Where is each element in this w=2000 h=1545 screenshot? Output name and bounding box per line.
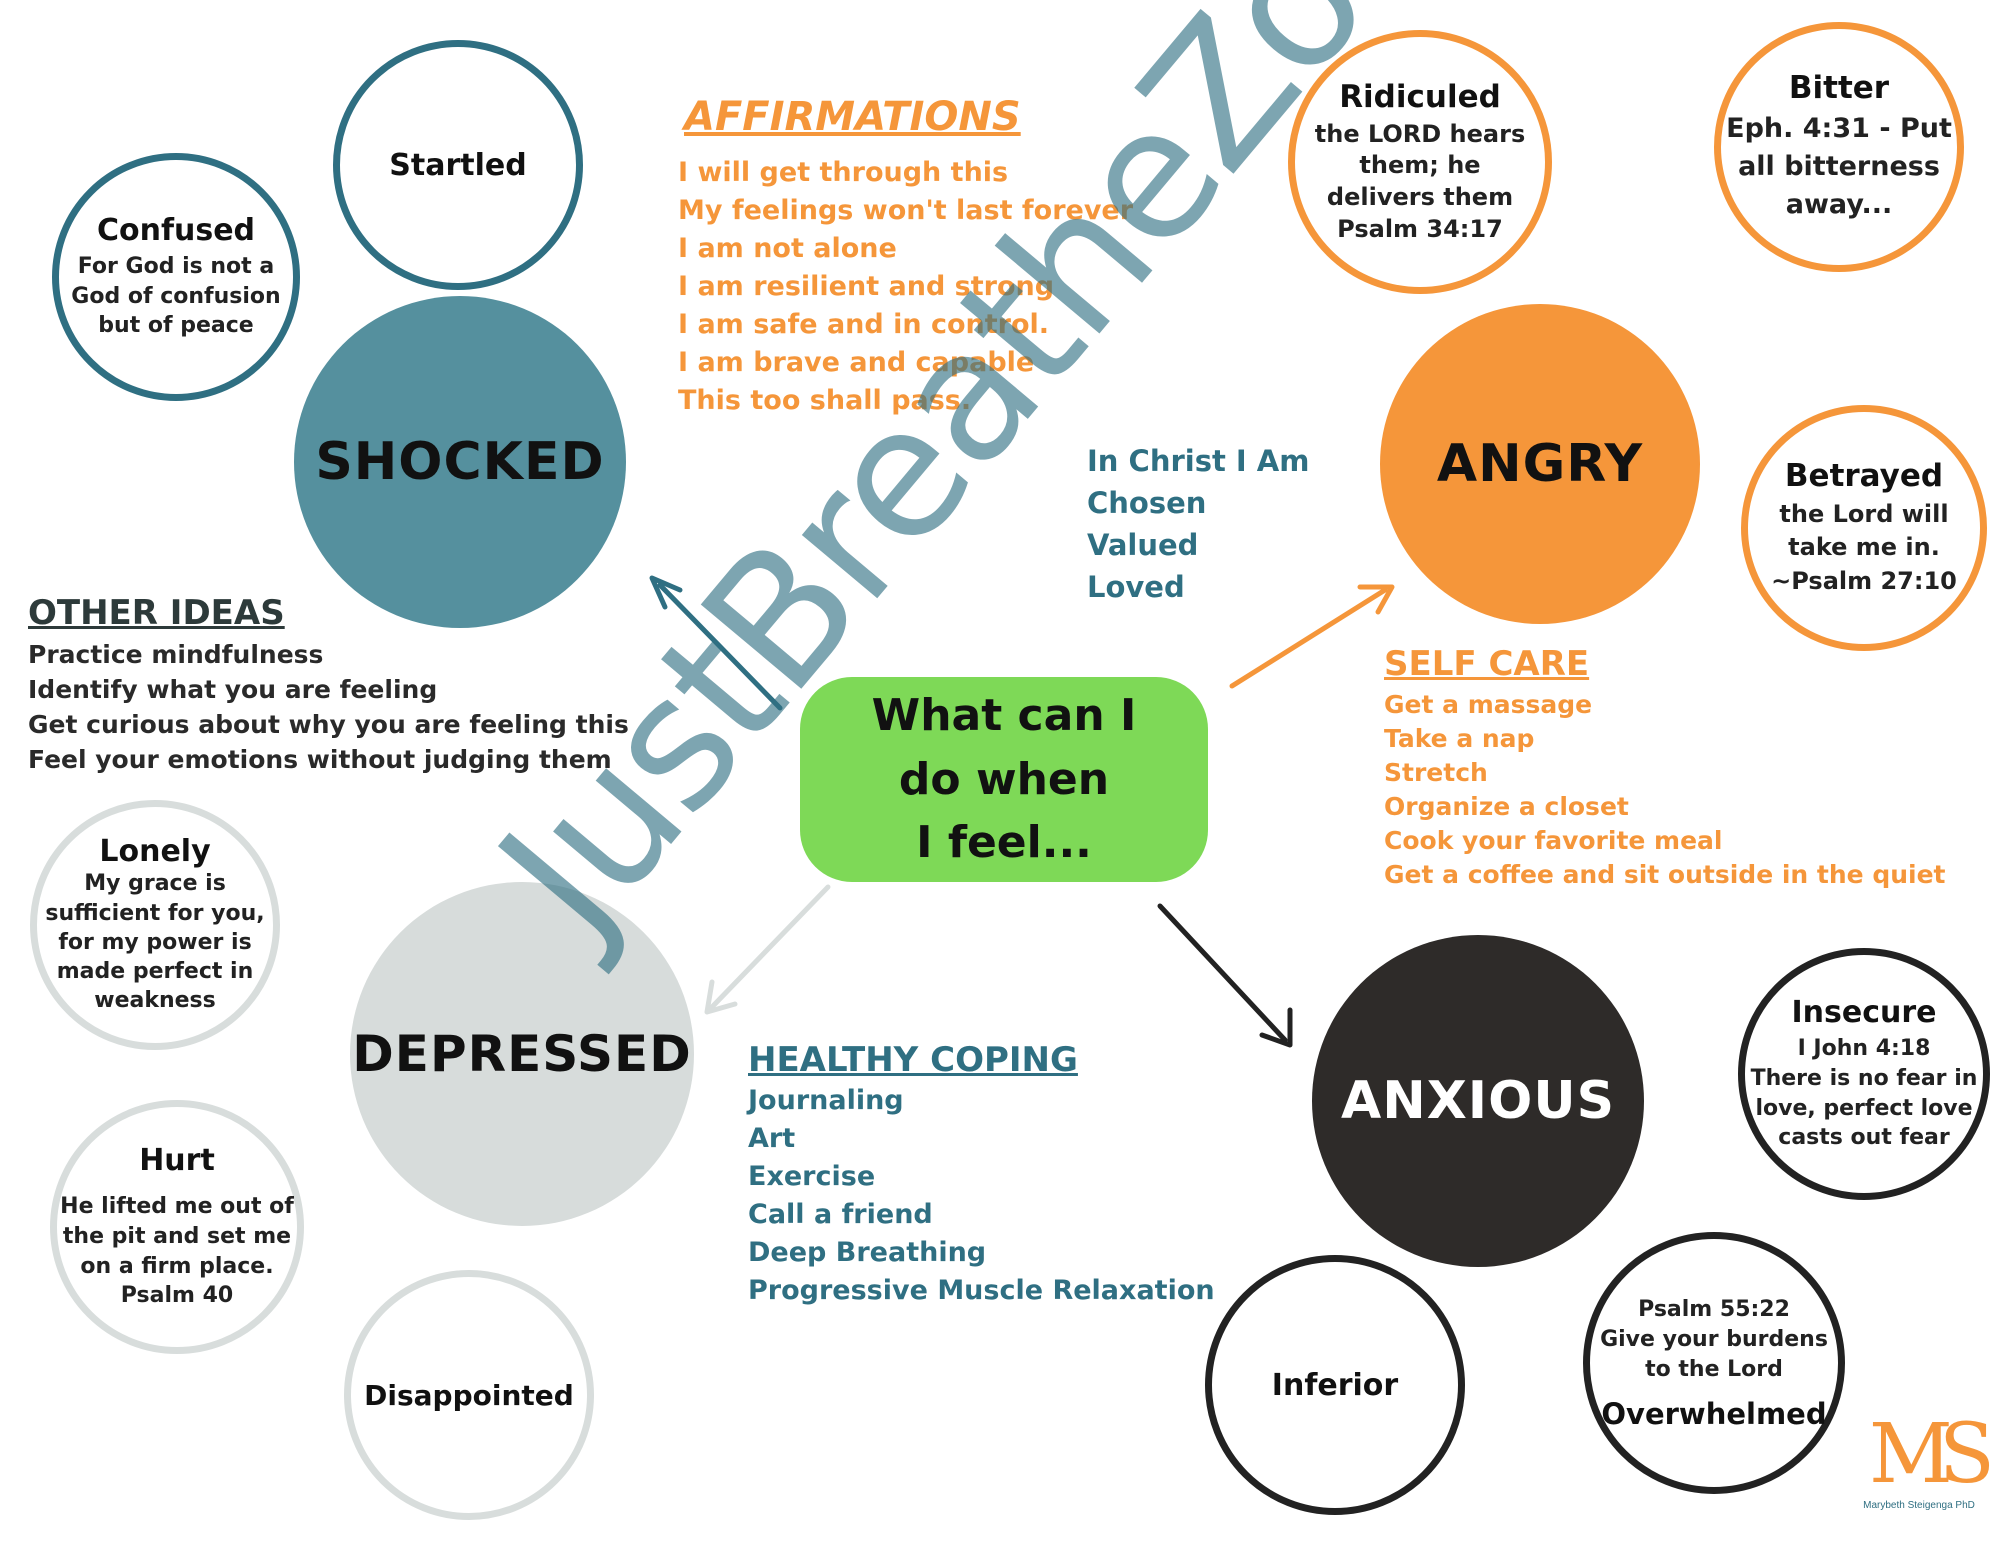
- startled-title: Startled: [389, 147, 527, 183]
- affirmation-item: I am safe and in control.: [678, 309, 1050, 340]
- logo-monogram: MS: [1868, 1407, 1995, 1502]
- arrowhead-depressed: [704, 979, 738, 1015]
- center-line-3: I feel...: [916, 817, 1092, 869]
- self-care-heading: SELF CARE: [1384, 644, 1590, 684]
- healthy-coping-list: Journaling Art Exercise Call a friend De…: [748, 1082, 1215, 1310]
- self-care-item: Get a coffee and sit outside in the quie…: [1384, 860, 1946, 889]
- confused-title: Confused: [96, 212, 256, 248]
- anxious-label: ANXIOUS: [1340, 1071, 1616, 1131]
- in-christ-item: Loved: [1087, 570, 1185, 604]
- insecure-title: Insecure: [1791, 994, 1937, 1030]
- self-care-item: Stretch: [1384, 758, 1488, 787]
- affirmation-item: This too shall pass.: [678, 385, 972, 416]
- other-ideas-section: OTHER IDEAS Practice mindfulness Identif…: [28, 593, 629, 777]
- disappointed-title: Disappointed: [364, 1378, 574, 1412]
- center-question-box: What can I do when I feel...: [800, 677, 1208, 882]
- affirmation-item: My feelings won't last forever: [678, 195, 1134, 226]
- self-care-item: Get a massage: [1384, 690, 1593, 719]
- in-christ-section: In Christ I Am Chosen Valued Loved: [1087, 440, 1309, 608]
- angry-circle: ANGRY: [1380, 304, 1700, 624]
- in-christ-item: Valued: [1087, 528, 1199, 562]
- shocked-circle: SHOCKED: [294, 296, 626, 628]
- affirmations-heading: AFFIRMATIONS: [684, 94, 1021, 140]
- other-idea-item: Get curious about why you are feeling th…: [28, 710, 629, 739]
- bitter-title: Bitter: [1788, 70, 1890, 107]
- shocked-label: SHOCKED: [315, 432, 605, 492]
- affirmation-item: I will get through this: [678, 157, 1009, 188]
- inferior-circle: Inferior: [1205, 1255, 1465, 1515]
- healthy-coping-item: Deep Breathing: [748, 1237, 987, 1268]
- hurt-title: Hurt: [139, 1142, 215, 1178]
- healthy-coping-item: Art: [748, 1123, 796, 1154]
- betrayed-title: Betrayed: [1784, 457, 1944, 494]
- arrowhead-anxious: [1259, 1007, 1293, 1048]
- logo-caption: Marybeth Steigenga PhD: [1863, 1500, 1975, 1511]
- self-care-item: Organize a closet: [1384, 792, 1629, 821]
- arrowhead-angry: [1357, 584, 1395, 615]
- affirmation-item: I am resilient and strong: [678, 271, 1055, 302]
- arrow-to-anxious: [1157, 903, 1288, 1043]
- healthy-coping-heading: HEALTHY COPING: [748, 1040, 1078, 1080]
- lonely-title: Lonely: [99, 834, 211, 870]
- arrow-to-shocked: [657, 582, 783, 711]
- other-idea-item: Practice mindfulness: [28, 640, 324, 669]
- arrow-to-depressed: [709, 884, 831, 1010]
- healthy-coping-item: Progressive Muscle Relaxation: [748, 1275, 1215, 1306]
- disappointed-circle: Disappointed: [344, 1270, 594, 1520]
- affirmation-item: I am brave and capable: [678, 347, 1035, 378]
- inferior-title: Inferior: [1271, 1367, 1399, 1403]
- other-idea-item: Identify what you are feeling: [28, 675, 438, 704]
- in-christ-item: In Christ I Am: [1087, 444, 1310, 478]
- in-christ-item: Chosen: [1087, 486, 1207, 520]
- center-line-2: do when: [898, 753, 1110, 805]
- self-care-item: Take a nap: [1384, 724, 1535, 753]
- startled-circle: Startled: [333, 40, 583, 290]
- self-care-section: SELF CARE Get a massage Take a nap Stret…: [1384, 644, 1946, 892]
- affirmations-section: AFFIRMATIONS I will get through this My …: [678, 94, 1133, 420]
- affirmations-list: I will get through this My feelings won'…: [678, 154, 1133, 420]
- anxious-circle: ANXIOUS: [1312, 935, 1644, 1267]
- self-care-item: Cook your favorite meal: [1384, 826, 1723, 855]
- center-line-1: What can I: [871, 689, 1137, 741]
- depressed-circle: DEPRESSED: [350, 882, 694, 1226]
- healthy-coping-item: Call a friend: [748, 1199, 933, 1230]
- logo: MS Marybeth Steigenga PhD: [1860, 1407, 1995, 1530]
- overwhelmed-title: Overwhelmed: [1601, 1396, 1827, 1431]
- ridiculed-title: Ridiculed: [1339, 78, 1501, 115]
- healthy-coping-item: Journaling: [748, 1085, 904, 1116]
- affirmation-item: I am not alone: [678, 233, 897, 264]
- other-ideas-list: Practice mindfulness Identify what you a…: [28, 637, 629, 777]
- other-ideas-heading: OTHER IDEAS: [28, 593, 285, 633]
- healthy-coping-section: HEALTHY COPING Journaling Art Exercise C…: [748, 1040, 1215, 1310]
- self-care-list: Get a massage Take a nap Stretch Organiz…: [1384, 688, 1946, 892]
- angry-label: ANGRY: [1436, 434, 1644, 494]
- arrowhead-shocked: [649, 575, 683, 610]
- depressed-label: DEPRESSED: [352, 1025, 692, 1083]
- other-idea-item: Feel your emotions without judging them: [28, 745, 612, 774]
- arrow-to-angry: [1229, 587, 1388, 689]
- healthy-coping-item: Exercise: [748, 1161, 876, 1192]
